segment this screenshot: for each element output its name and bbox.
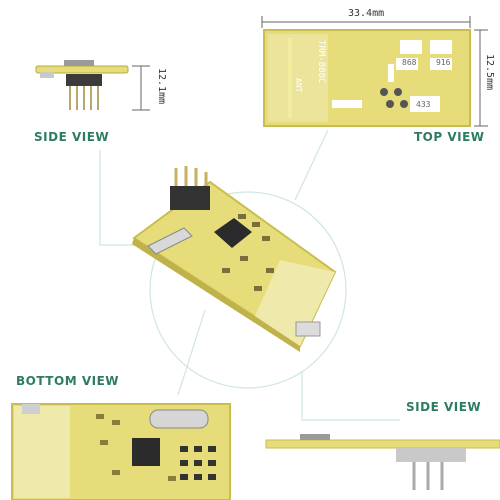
leader-top xyxy=(294,129,329,201)
board-code-868: 868 xyxy=(402,58,417,67)
leader-bottom xyxy=(177,309,206,396)
board-ant-text: ANT xyxy=(294,78,303,93)
board-code-916: 916 xyxy=(436,58,451,67)
side-height-label: 12.1mm xyxy=(156,68,167,105)
center-circle xyxy=(149,191,347,389)
bottom-view-label: BOTTOM VIEW xyxy=(16,374,119,388)
top-height-label: 12.5mm xyxy=(484,54,495,91)
top-view-label: TOP VIEW xyxy=(414,130,485,144)
board-model-text: TRM-888C xyxy=(316,40,326,84)
side-view-top-label: SIDE VIEW xyxy=(34,130,110,144)
leader-side-bottom xyxy=(301,372,400,421)
side-view-bottom-label: SIDE VIEW xyxy=(406,400,482,414)
board-code-433: 433 xyxy=(416,100,431,109)
top-width-label: 33.4mm xyxy=(348,8,385,19)
